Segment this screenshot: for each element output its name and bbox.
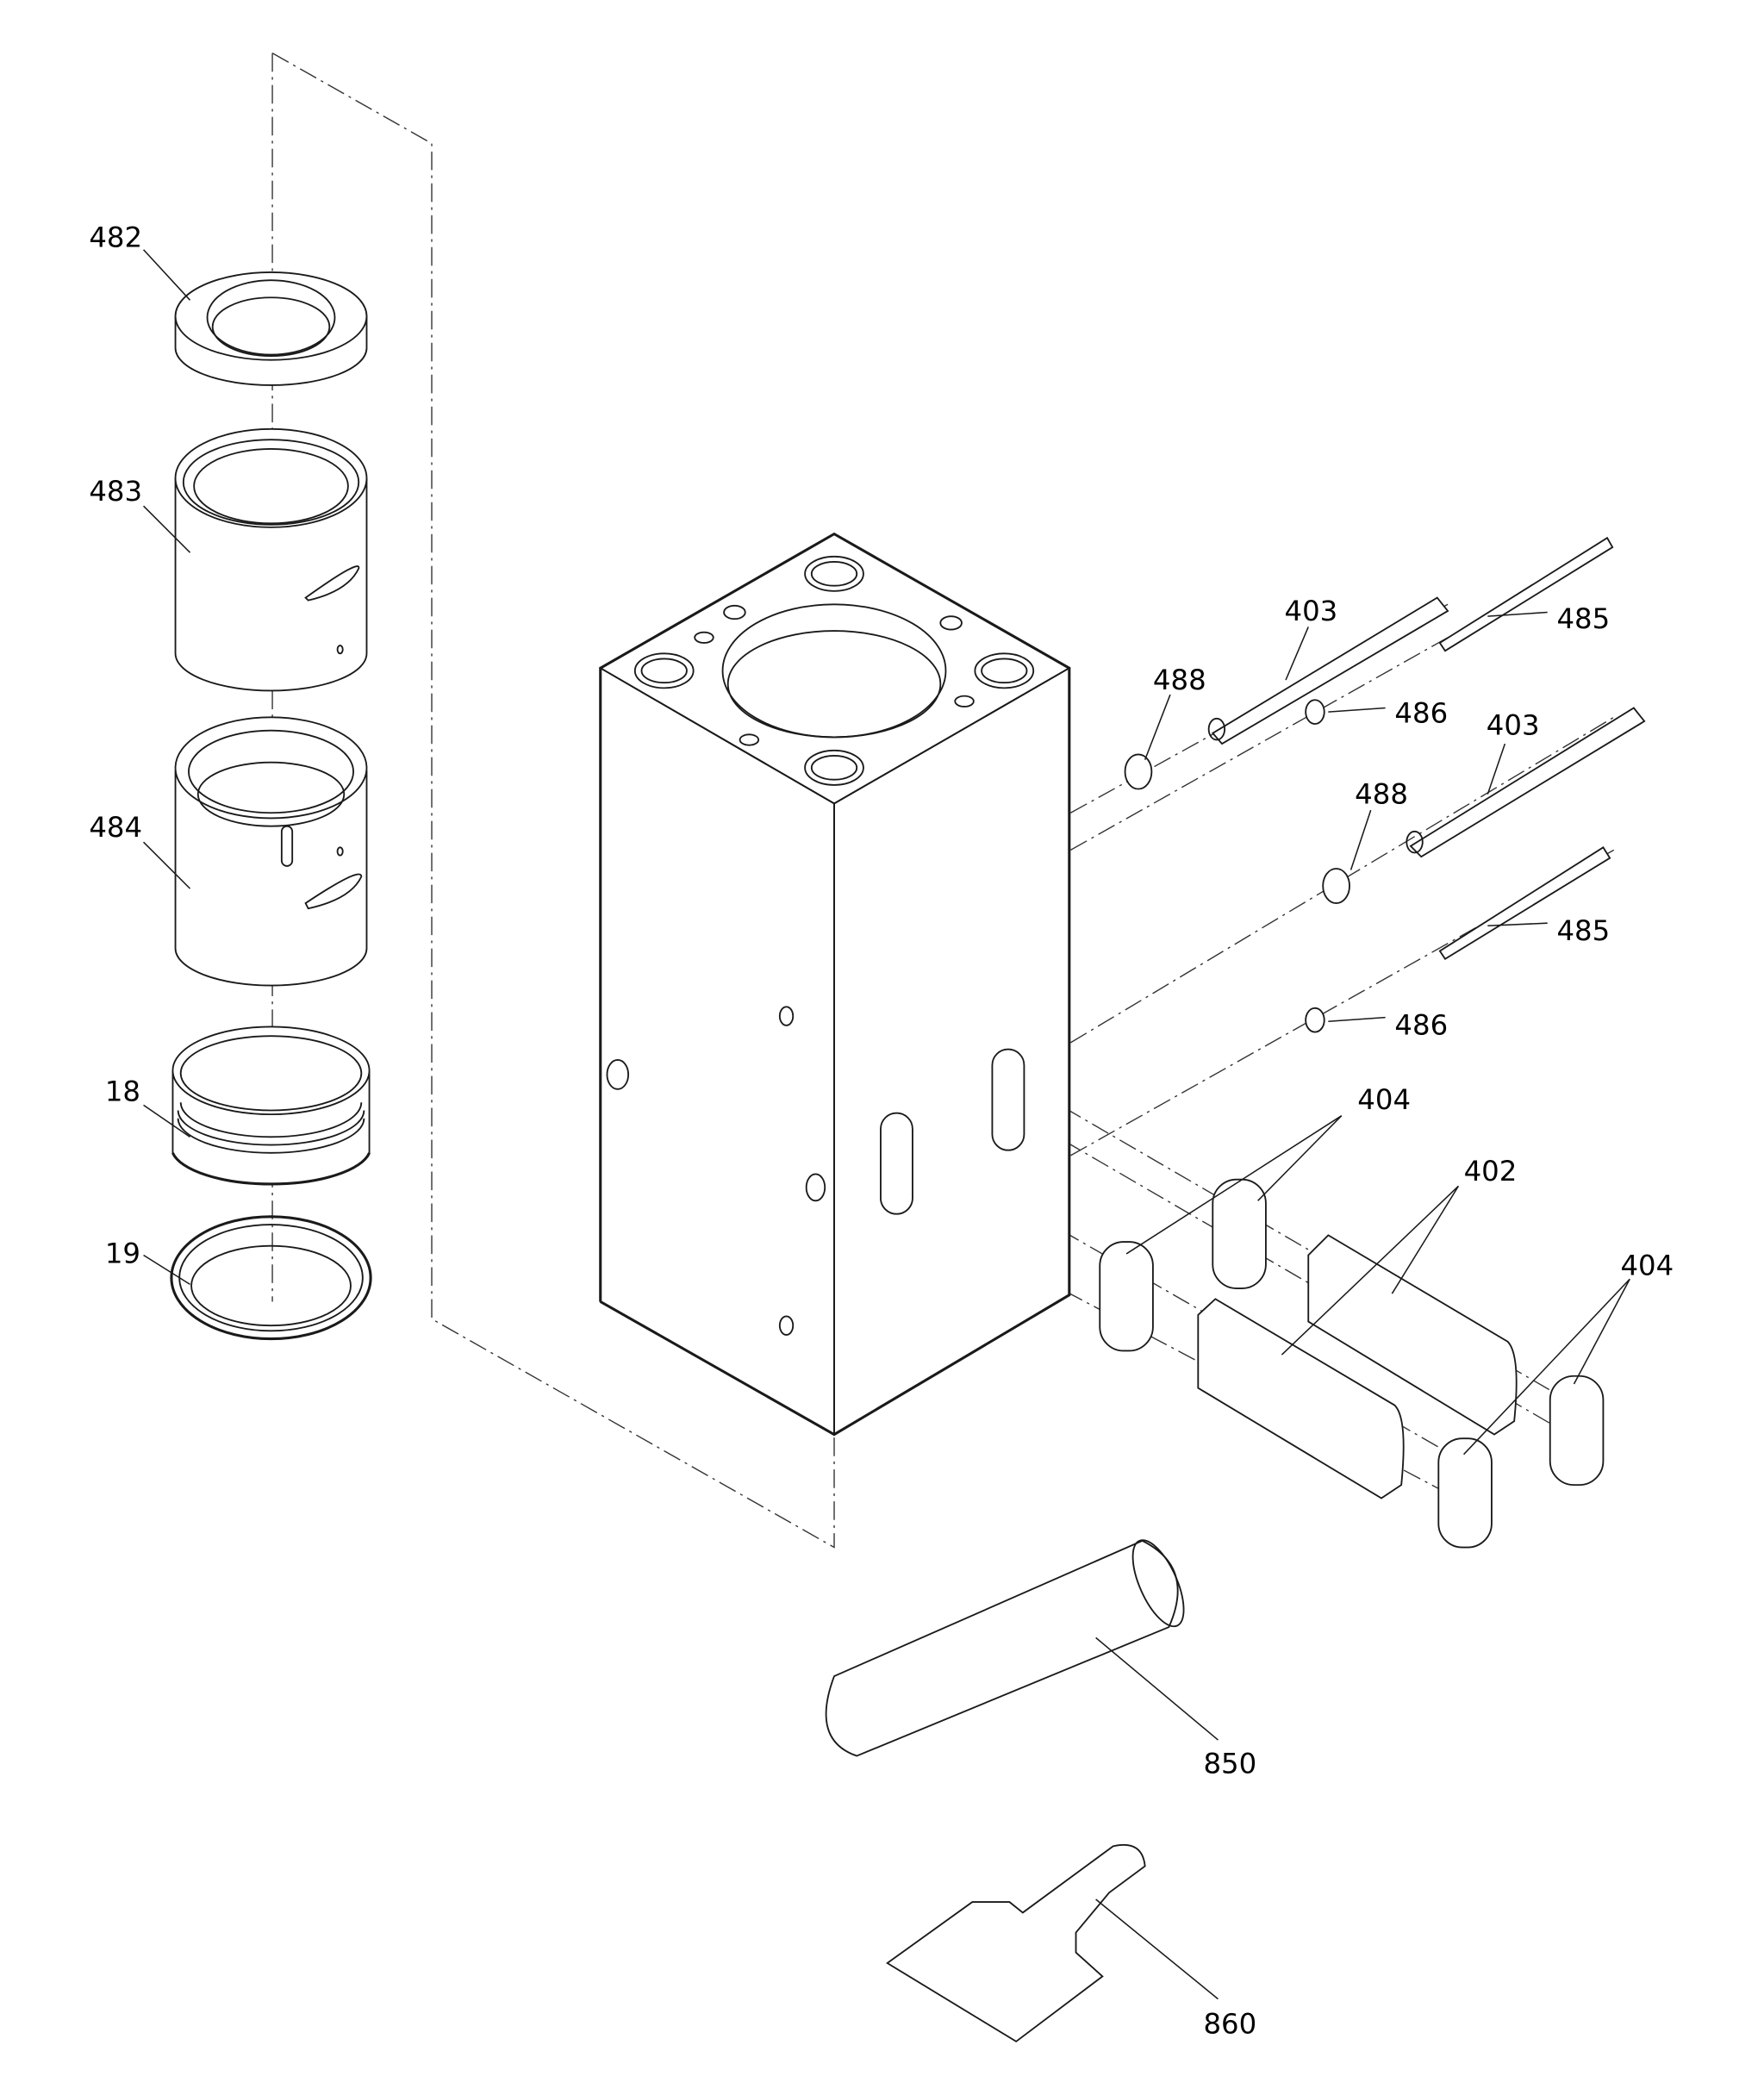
label-483: 483 bbox=[89, 475, 142, 508]
label-484: 484 bbox=[89, 811, 142, 844]
bushings bbox=[1124, 699, 1350, 1033]
part-483-sleeve bbox=[174, 427, 368, 692]
label-402: 402 bbox=[1464, 1155, 1518, 1188]
label-404-lower: 404 bbox=[1620, 1250, 1674, 1282]
label-403-upper: 403 bbox=[1285, 595, 1338, 627]
label-485-upper: 485 bbox=[1556, 602, 1610, 635]
label-485-lower: 485 bbox=[1556, 914, 1610, 947]
label-488-lower: 488 bbox=[1355, 777, 1408, 810]
main-block bbox=[598, 532, 1071, 1437]
part-482-ring bbox=[174, 271, 368, 386]
label-486-lower: 486 bbox=[1394, 1009, 1448, 1042]
part-402-bars bbox=[1197, 1234, 1518, 1499]
label-860: 860 bbox=[1203, 2008, 1256, 2041]
part-18-ring bbox=[171, 1026, 371, 1186]
part-850-roller bbox=[825, 1539, 1185, 1757]
label-486-upper: 486 bbox=[1394, 696, 1448, 729]
label-19: 19 bbox=[105, 1237, 140, 1270]
label-404-upper: 404 bbox=[1357, 1083, 1411, 1116]
label-403-lower: 403 bbox=[1487, 708, 1540, 741]
part-404-caps bbox=[1099, 1178, 1605, 1549]
part-484-sleeve bbox=[174, 716, 368, 987]
callouts: 482 483 484 18 19 403 485 488 486 403 48… bbox=[89, 221, 1674, 2041]
pins bbox=[1207, 536, 1646, 961]
label-18: 18 bbox=[105, 1075, 140, 1108]
label-482: 482 bbox=[89, 221, 142, 254]
label-488-upper: 488 bbox=[1153, 664, 1206, 696]
part-19-ring bbox=[170, 1215, 372, 1341]
part-860-spatula bbox=[885, 1843, 1146, 2043]
label-850: 850 bbox=[1203, 1748, 1256, 1780]
